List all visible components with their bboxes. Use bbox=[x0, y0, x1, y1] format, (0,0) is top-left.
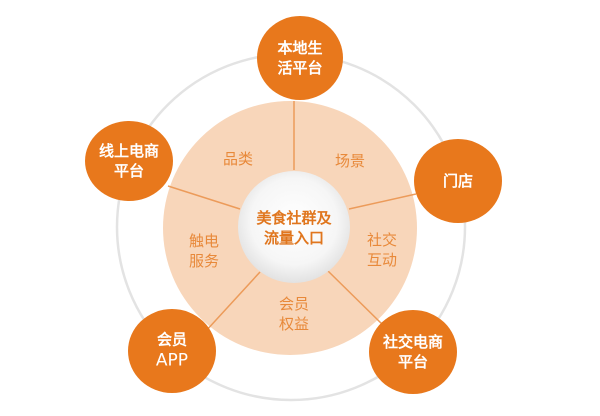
node-online-ecommerce-platform: 线上电商 平台 bbox=[85, 121, 173, 201]
node-store: 门店 bbox=[414, 139, 502, 223]
segment-category-text: 品类 bbox=[222, 149, 254, 168]
segment-scene-text: 场景 bbox=[334, 151, 366, 170]
segment-category: 品类 bbox=[223, 149, 253, 169]
node-local-life-platform-line2: 活平台 bbox=[277, 59, 323, 77]
segment-social-interaction-line1: 社交 bbox=[366, 230, 398, 249]
node-local-life-platform: 本地生 活平台 bbox=[257, 16, 343, 100]
segment-member-benefits: 会员 权益 bbox=[279, 294, 309, 335]
node-online-ecommerce-platform-line2: 平台 bbox=[113, 162, 145, 180]
center-title-line2: 流量入口 bbox=[263, 229, 325, 247]
node-social-ecommerce-platform-label: 社交电商 平台 bbox=[383, 332, 443, 373]
center-title-line1: 美食社群及 bbox=[256, 208, 332, 227]
node-social-ecommerce-platform-line2: 平台 bbox=[397, 353, 429, 371]
node-store-label: 门店 bbox=[443, 171, 473, 191]
node-member-app-label: 会员 APP bbox=[156, 329, 188, 372]
center-circle bbox=[238, 171, 350, 283]
node-store-line1: 门店 bbox=[442, 171, 474, 190]
node-local-life-platform-label: 本地生 活平台 bbox=[277, 38, 322, 79]
node-local-life-platform-line1: 本地生 bbox=[277, 38, 323, 57]
node-online-ecommerce-platform-line1: 线上电商 bbox=[98, 141, 160, 160]
segment-touch-service-line2: 服务 bbox=[188, 252, 220, 270]
segment-member-benefits-line2: 权益 bbox=[278, 315, 310, 333]
node-member-app: 会员 APP bbox=[128, 309, 216, 393]
segment-touch-service-line1: 触电 bbox=[188, 231, 220, 250]
node-member-app-line1: 会员 bbox=[156, 330, 188, 349]
center-title: 美食社群及 流量入口 bbox=[256, 208, 331, 249]
segment-scene: 场景 bbox=[335, 151, 365, 171]
segment-touch-service: 触电 服务 bbox=[189, 231, 219, 272]
segment-member-benefits-line1: 会员 bbox=[278, 294, 310, 313]
segment-dividers bbox=[167, 101, 417, 333]
segment-social-interaction: 社交 互动 bbox=[367, 230, 397, 271]
node-online-ecommerce-platform-label: 线上电商 平台 bbox=[99, 141, 159, 182]
node-member-app-line2: APP bbox=[155, 350, 189, 371]
node-social-ecommerce-platform: 社交电商 平台 bbox=[369, 310, 457, 394]
segment-social-interaction-line2: 互动 bbox=[366, 251, 398, 269]
node-social-ecommerce-platform-line1: 社交电商 bbox=[382, 332, 444, 351]
